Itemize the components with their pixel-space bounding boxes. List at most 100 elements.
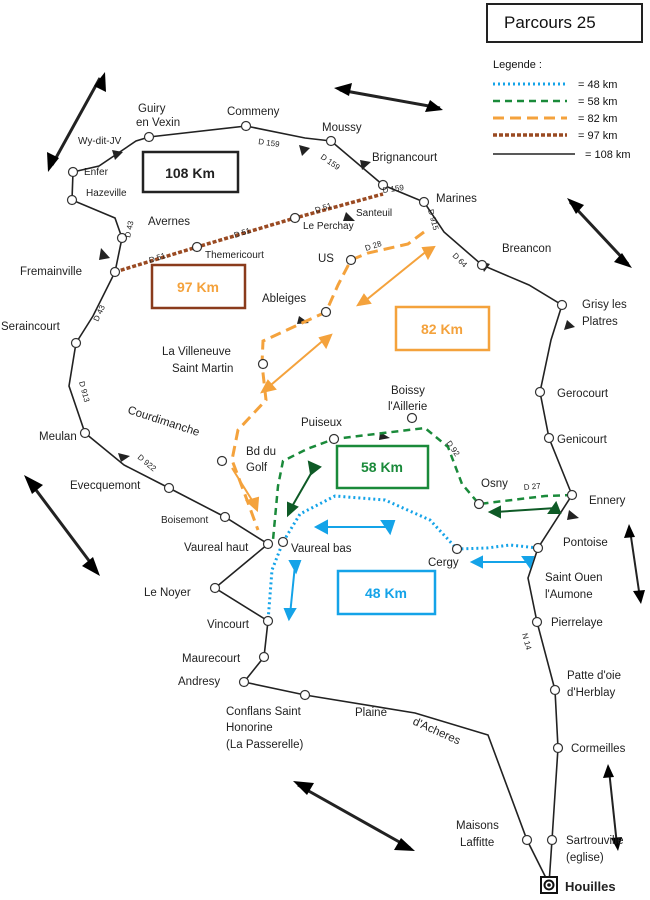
big-arrow-bottom-right-head2 <box>611 837 622 851</box>
town-label-moussy: Moussy <box>322 122 362 134</box>
legend-item-82: = 82 km <box>493 113 617 125</box>
town-label-enfer: Enfer <box>84 167 109 178</box>
town-dot <box>143 131 155 143</box>
town-label-saint-ouen-2: l'Aumone <box>545 589 593 601</box>
arrow-58-a <box>494 507 557 513</box>
town-label-puiseux: Puiseux <box>301 417 342 429</box>
big-arrow-right-top-head <box>567 198 584 214</box>
route-82-direction-arrows <box>231 245 436 513</box>
town-label-santeuil: Santeuil <box>356 208 392 219</box>
route-108-marker <box>118 453 130 462</box>
town-label-evecquemont: Evecquemont <box>70 480 141 492</box>
town-label-houilles: Houilles <box>565 879 616 894</box>
town-label-avernes: Avernes <box>148 216 190 228</box>
town-label-andresy: Andresy <box>178 676 220 688</box>
town-label-bddugolf: Bd du <box>246 446 276 458</box>
town-label-genicourt: Genicourt <box>557 434 608 446</box>
town-dot <box>531 616 543 628</box>
town-dot <box>451 543 463 555</box>
town-dot <box>67 166 79 178</box>
road-label-d915: D 915 <box>426 208 440 231</box>
town-label-us: US <box>318 253 334 265</box>
route-108-marker <box>343 212 355 221</box>
town-dot <box>209 582 221 594</box>
town-label-brignancourt: Brignancourt <box>372 152 438 164</box>
big-arrow-right-top <box>567 198 632 268</box>
town-dot <box>476 259 488 271</box>
route-108-direction-markers <box>99 145 579 520</box>
distance-box-97-frame <box>150 263 247 310</box>
big-arrow-right-top-shaft <box>568 200 630 266</box>
distance-box-58: 58 Km <box>335 444 430 490</box>
road-label-d64: D 64 <box>451 251 470 270</box>
big-arrow-right-mid-head <box>624 524 635 538</box>
big-arrow-bottom-right-shaft <box>608 769 618 846</box>
map-title: Parcours 25 <box>504 13 596 32</box>
road-label-d159c: D 159 <box>382 183 405 195</box>
town-dot <box>238 676 250 688</box>
town-label-villeneuve-2: Saint Martin <box>172 363 233 375</box>
distance-box-108-frame <box>141 150 240 194</box>
arrow-82-b-tail <box>318 333 333 350</box>
big-arrow-top <box>334 83 443 112</box>
town-label-vincourt: Vincourt <box>207 619 250 631</box>
road-label-d51c: D 51 <box>314 201 333 215</box>
arrow-48-a-head <box>313 519 328 535</box>
town-dot <box>257 358 269 370</box>
road-label-d922: D 922 <box>136 453 159 474</box>
legend-item-58: = 58 km <box>493 96 617 108</box>
town-label-sartrouville: Sartrouville <box>566 835 624 847</box>
road-label-d159b: D 159 <box>319 152 342 172</box>
road-label-n14: N 14 <box>520 632 533 651</box>
route-108 <box>68 125 573 885</box>
route-82 <box>230 230 425 531</box>
road-label-d51b: D 51 <box>233 226 252 240</box>
route-108-marker <box>564 320 575 330</box>
arrow-58-b-tail <box>307 460 322 476</box>
town-label-patte: Patte d'oie <box>567 670 621 682</box>
town-label-grisy: Grisy les <box>582 299 627 311</box>
big-arrow-left-head2 <box>82 557 100 576</box>
distance-box-97: 97 Km <box>150 263 247 310</box>
big-direction-arrows <box>24 72 645 851</box>
arrow-48-c-tail <box>288 560 302 575</box>
arrow-58-a-head <box>487 505 501 519</box>
legend-label-97: = 97 km <box>578 130 617 142</box>
town-dot <box>473 498 485 510</box>
town-dot <box>556 299 568 311</box>
road-label-d43b: D 43 <box>92 303 108 323</box>
legend-item-97: = 97 km <box>493 130 617 142</box>
arrow-82-c-head <box>244 496 260 513</box>
distance-box-58-label: 58 Km <box>361 459 403 475</box>
town-label-patte-2: d'Herblay <box>567 687 615 699</box>
legend-label-48: = 48 km <box>578 79 617 91</box>
big-arrow-top-head <box>334 83 352 96</box>
town-label-fremainville: Fremainville <box>20 266 82 278</box>
town-dot <box>534 386 546 398</box>
town-label-marines: Marines <box>436 193 477 205</box>
town-label-plaine: Plaine <box>355 707 387 719</box>
town-dot <box>521 834 533 846</box>
big-arrow-right-top-head2 <box>614 253 632 268</box>
houilles-marker-center <box>547 883 551 887</box>
arrow-58-b-head <box>287 501 299 518</box>
road-labels: D 159 D 159 D 159 D 915 D 51 D 51 D 51 D… <box>77 137 541 651</box>
town-label-maisons-2: Laffitte <box>460 837 494 849</box>
town-label-seraincourt: Seraincourt <box>1 321 61 333</box>
town-dot <box>406 412 418 424</box>
big-arrow-right-mid <box>624 524 645 604</box>
town-dot <box>70 337 82 349</box>
big-arrow-right-mid-shaft <box>629 529 641 599</box>
town-dot <box>549 684 561 696</box>
distance-box-48-frame <box>336 569 437 616</box>
town-label-guiry: Guiry <box>138 103 166 115</box>
distance-box-97-label: 97 Km <box>177 279 219 295</box>
road-label-d27: D 27 <box>523 482 541 492</box>
big-arrow-bottom-head <box>293 781 314 795</box>
town-dot <box>325 135 337 147</box>
distance-box-108: 108 Km <box>141 150 240 194</box>
big-arrow-bottom-shaft <box>297 783 411 850</box>
town-label-pontoise: Pontoise <box>563 537 608 549</box>
distance-box-108-label: 108 Km <box>165 165 215 181</box>
